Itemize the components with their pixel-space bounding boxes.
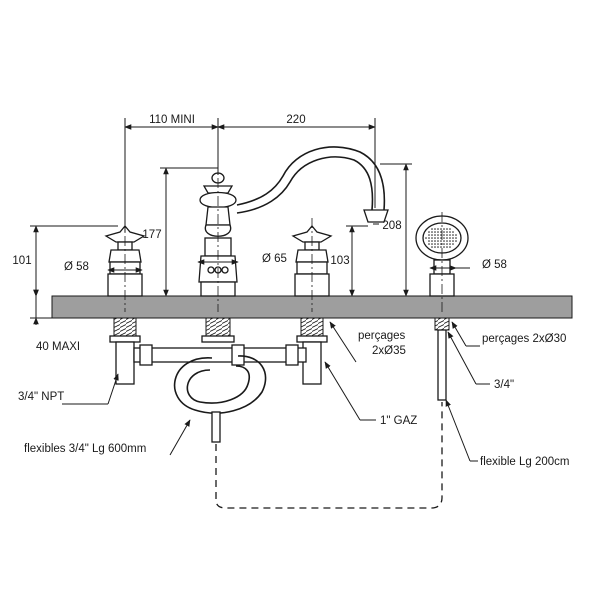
- callout-flex-shower: flexible Lg 200cm: [480, 456, 570, 468]
- dimension-lines: [30, 118, 470, 325]
- dim-height-handle: 101: [12, 255, 31, 267]
- callout-holes-shower: perçages 2xØ30: [482, 333, 566, 345]
- hand-shower: [415, 212, 469, 401]
- spout: [236, 146, 389, 225]
- dim-height-spout: 103: [330, 255, 349, 267]
- dim-deck-max: 40 MAXI: [36, 341, 80, 353]
- shower-nozzles: [425, 228, 457, 248]
- under-deck-piping: [133, 344, 307, 443]
- dim-height-left: 177: [142, 229, 161, 241]
- dim-diameter-spout: Ø 65: [262, 253, 287, 265]
- dim-diameter-handshower: Ø 58: [482, 259, 507, 271]
- dim-width-min: 110 MINI: [149, 114, 195, 126]
- callout-holes-main-2: 2xØ35: [372, 345, 406, 357]
- dim-diameter-left: Ø 58: [64, 261, 89, 273]
- flexible-hoses: [215, 402, 443, 509]
- callout-holes-main-1: perçages: [358, 330, 406, 342]
- callout-leaders: [62, 321, 490, 462]
- callout-npt: 3/4" NPT: [18, 391, 64, 403]
- callout-flex-main: flexibles 3/4" Lg 600mm: [24, 443, 146, 455]
- right-handle-valve: [291, 218, 333, 385]
- dim-spread: 220: [286, 114, 305, 126]
- spout-body: [198, 160, 238, 343]
- left-handle-valve: [104, 218, 146, 385]
- dim-height-total: 208: [382, 220, 401, 232]
- callout-gas: 1" GAZ: [380, 415, 417, 427]
- callout-thread: 3/4": [494, 379, 514, 391]
